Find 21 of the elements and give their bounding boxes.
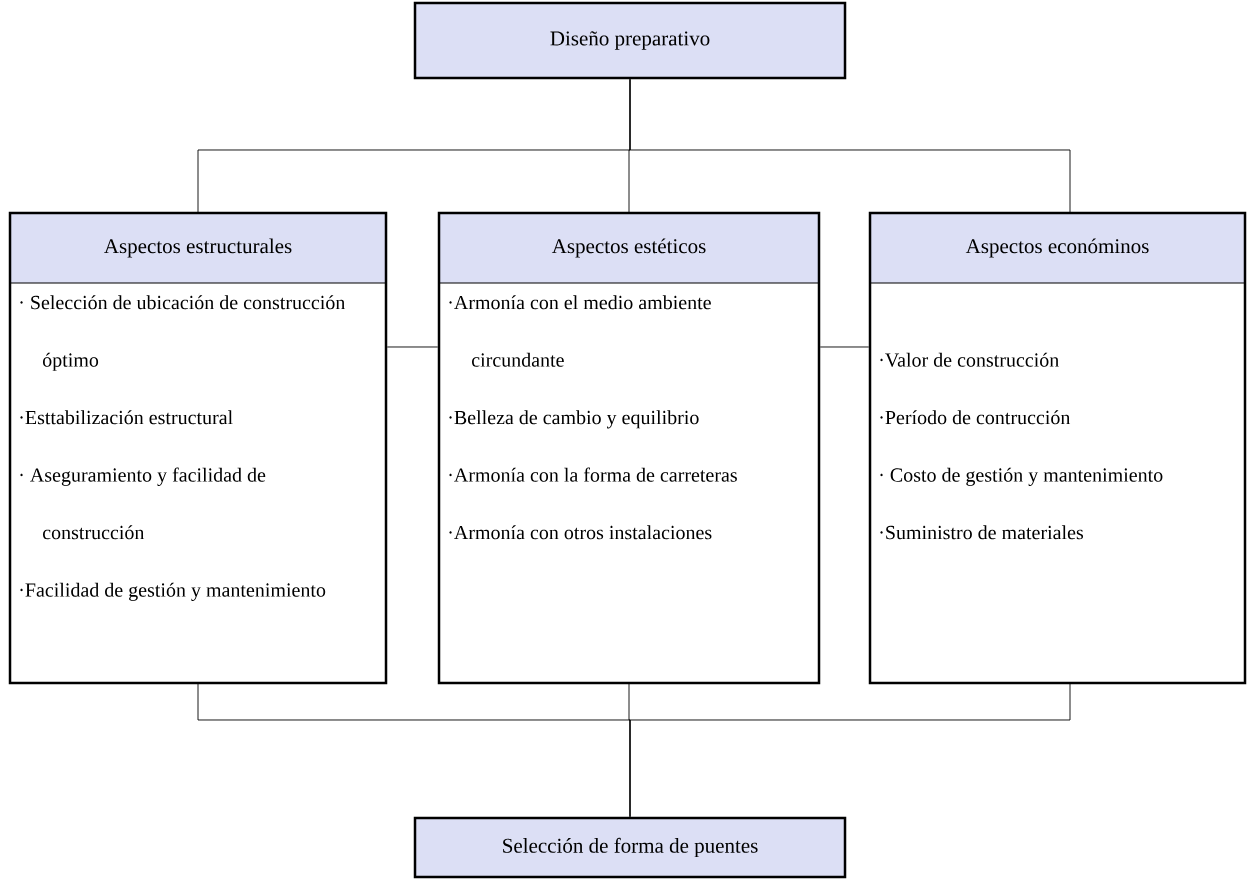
title-box: Diseño preparativo	[413, 1, 847, 80]
title-box: Selección de forma de puentes	[413, 816, 847, 879]
bullet-item: ·Armonía con el medio ambiente circundante	[449, 295, 711, 367]
bullet-item: ·Esttabilización estructural	[20, 410, 233, 425]
connector-line	[629, 78, 1071, 214]
bullet-item: · Aseguramiento y facilidad de construcción	[20, 467, 266, 540]
connector-line	[819, 346, 870, 348]
bullet-item: · Costo de gestión y mantenimiento	[880, 467, 1163, 486]
bullet-item: ·Facilidad de gestión y mantenimiento	[20, 582, 326, 601]
header-band: Aspectos económinos	[869, 212, 1246, 284]
connector-line	[386, 346, 439, 348]
bullet-item: ·Suministro de materiales	[880, 525, 1083, 540]
connector-line	[629, 682, 1071, 818]
bullet-item: ·Armonía con otros instalaciones	[449, 525, 712, 540]
bullet-item: ·Belleza de cambio y equilibrio	[449, 410, 699, 429]
bullet-item: · Selección de ubicación de construcción óptimo	[20, 295, 346, 371]
header-band: Aspectos estructurales	[9, 212, 387, 284]
bullet-item: ·Período de contrucción	[880, 410, 1071, 425]
bullet-item: ·Valor de construcción	[880, 352, 1059, 367]
header-band: Aspectos estéticos	[438, 212, 820, 284]
bullet-item: ·Armonía con la forma de carreteras	[449, 467, 737, 482]
